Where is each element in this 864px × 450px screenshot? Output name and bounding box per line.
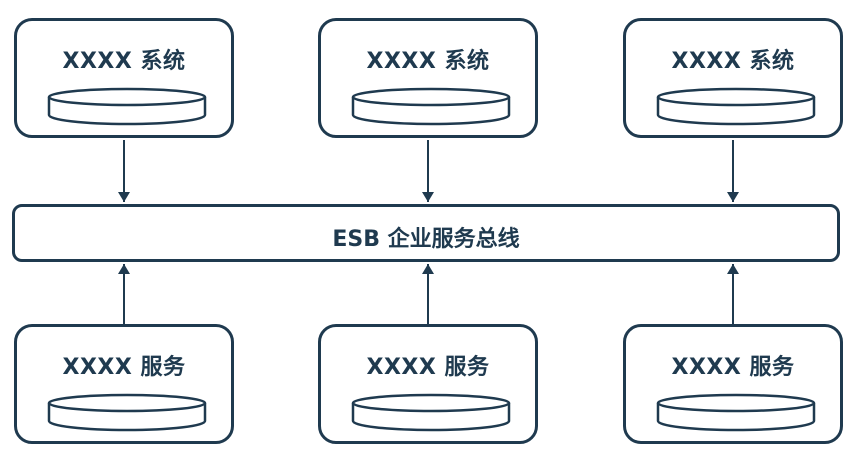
- service-node-label: XXXX 服务: [671, 355, 795, 380]
- esb-bus: ESB 企业服务总线: [12, 204, 840, 262]
- service-node-label: XXXX 服务: [62, 355, 186, 380]
- database-icon: [656, 393, 816, 432]
- system-node-2: XXXX 系统: [318, 18, 538, 138]
- system-node-3: XXXX 系统: [623, 18, 843, 138]
- service-node-3: XXXX 服务: [623, 324, 843, 444]
- system-node-1: XXXX 系统: [14, 18, 234, 138]
- service-node-1: XXXX 服务: [14, 324, 234, 444]
- system-node-label: XXXX 系统: [366, 49, 490, 74]
- database-icon: [351, 393, 511, 432]
- service-node-2: XXXX 服务: [318, 324, 538, 444]
- database-icon: [351, 87, 511, 126]
- service-node-label: XXXX 服务: [366, 355, 490, 380]
- system-node-label: XXXX 系统: [671, 49, 795, 74]
- database-icon: [656, 87, 816, 126]
- database-icon: [47, 393, 207, 432]
- esb-bus-label: ESB 企业服务总线: [332, 227, 520, 252]
- system-node-label: XXXX 系统: [62, 49, 186, 74]
- database-icon: [47, 87, 207, 126]
